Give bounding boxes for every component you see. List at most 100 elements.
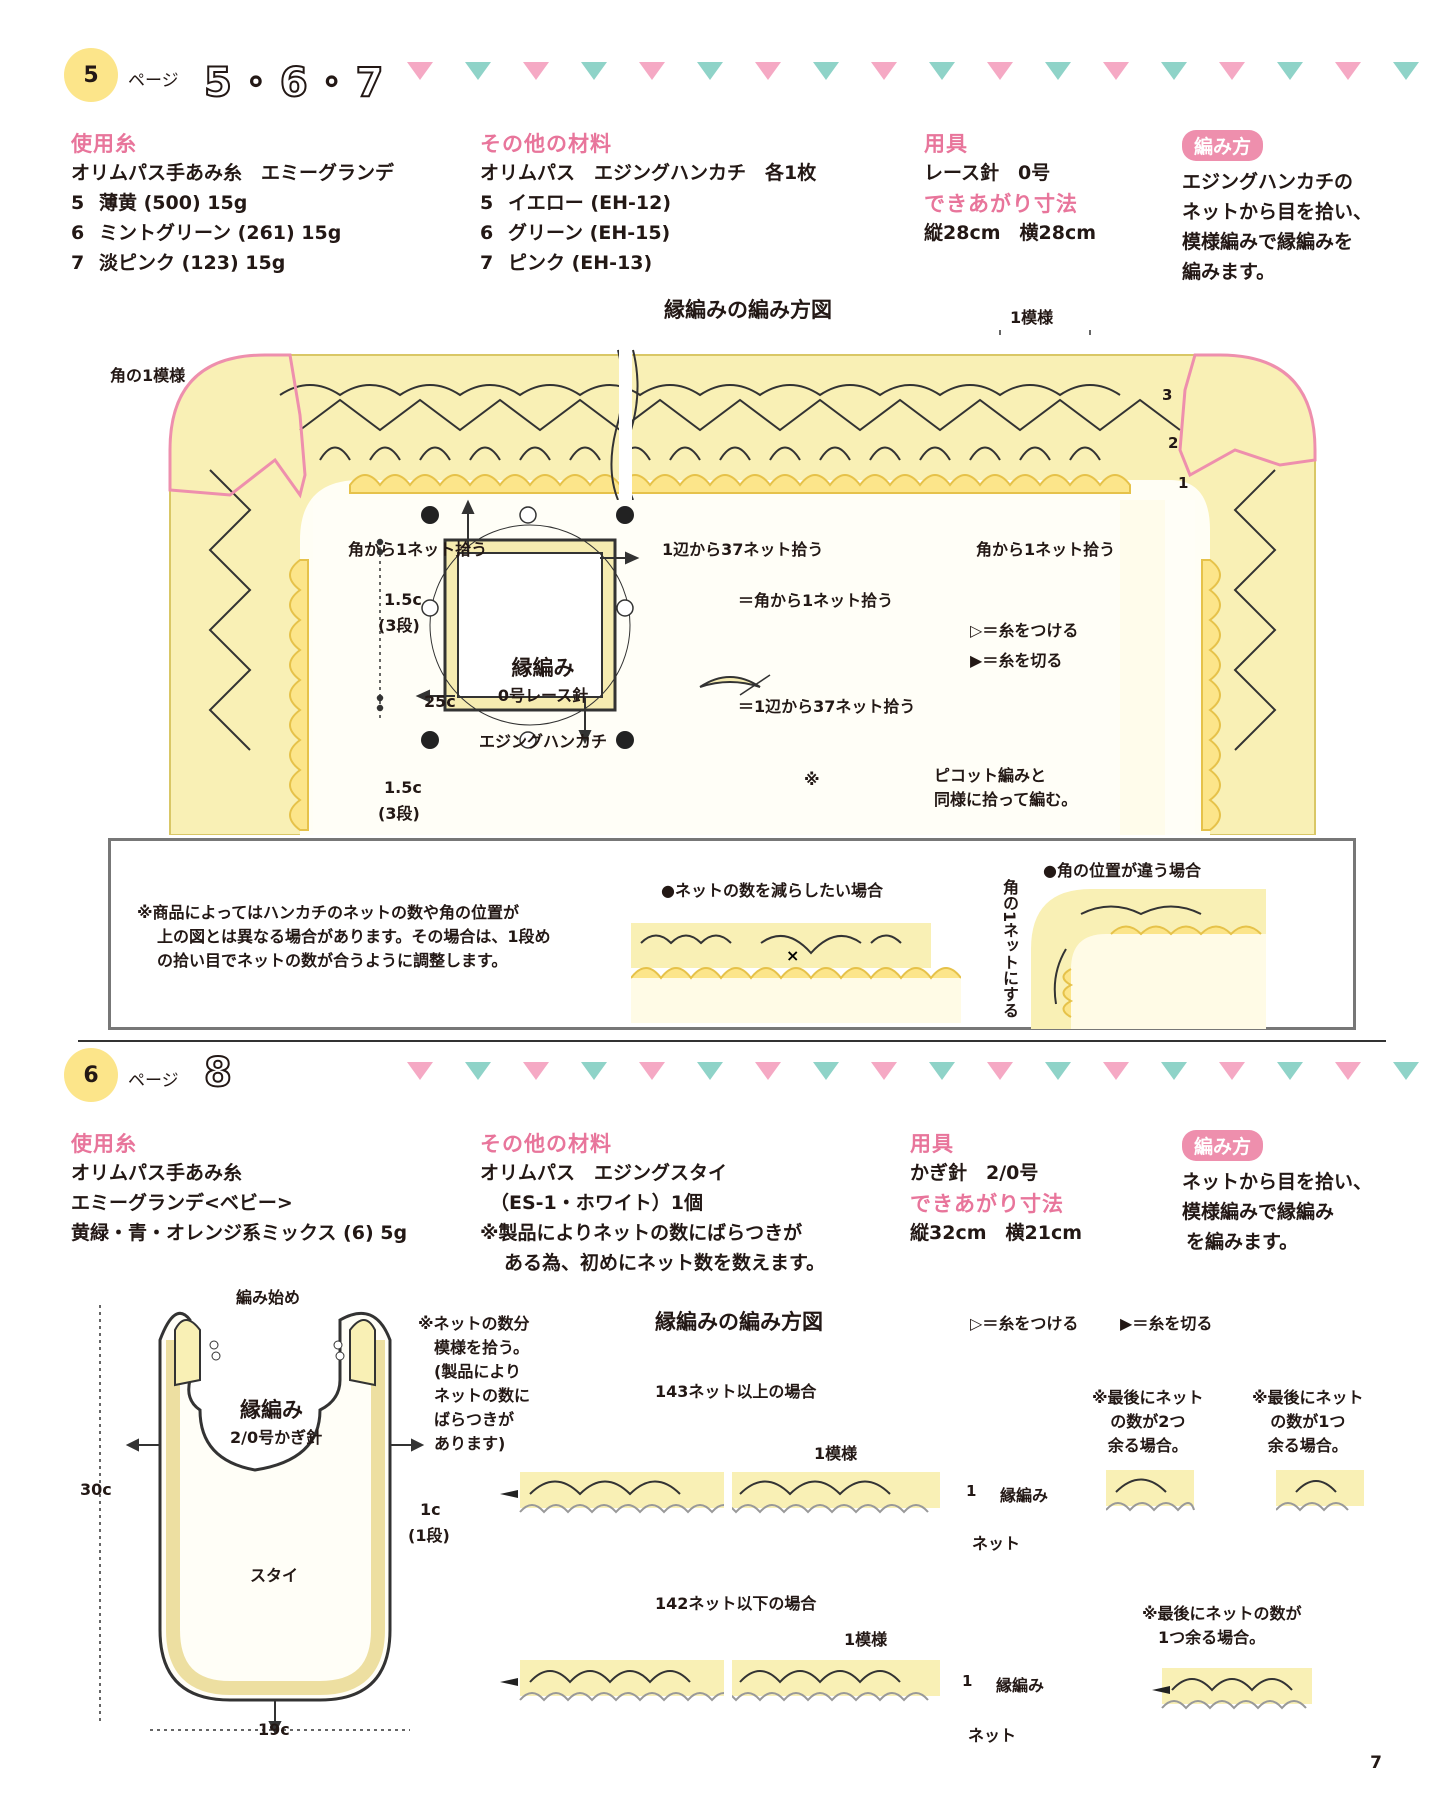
garland-triangle [697,62,723,80]
dim-mid: 25c [424,692,456,711]
tools-heading: 用具 [910,1132,954,1156]
garland-triangle [1161,62,1187,80]
note-box: ※商品によってはハンカチのネットの数や角の位置が 上の図とは異なる場合があります… [108,838,1356,1030]
size-value: 縦28cm 横28cm [924,222,1097,244]
method-line: エジングハンカチの [1182,171,1354,193]
corner-vertical: 角の1ネットにする [1000,879,1019,1019]
tools-block: 用具 レース針 0号 できあがり寸法 縦28cm 横28cm [924,128,1096,248]
corner-net-diagram [1031,889,1266,1029]
garland-triangle [929,1062,955,1080]
dim-bot-rows: (3段) [378,804,420,823]
method-heading: 編み方 [1182,130,1264,161]
picot-mark: ※ [804,770,820,789]
materials-line: ※製品によりネットの数にばらつきが [480,1222,803,1244]
garland-triangle [871,1062,897,1080]
method-line: 模様編みで縁編み [1182,1201,1335,1223]
page-label: ページ [128,71,179,91]
bib-diagram [99,1305,425,1735]
garland-triangle [1161,1062,1187,1080]
materials-block: その他の材料 オリムパス エジングスタイ （ES-1・ホワイト）1個 ※製品によ… [480,1128,825,1278]
remainder-2-note: ※最後にネット の数が2つ 余る場合。 [1092,1388,1204,1455]
materials-line: オリムパス エジングスタイ [480,1162,728,1184]
method-line: を編みます。 [1186,1231,1299,1253]
tools-block: 用具 かぎ針 2/0号 できあがり寸法 縦32cm 横21cm [910,1128,1082,1248]
legend-attach: ▷＝糸をつける [970,621,1079,640]
garland-triangle [755,1062,781,1080]
yarn-line: エミーグランデ<ベビー> [71,1192,293,1214]
materials-line: （ES-1・ホワイト）1個 [490,1192,703,1214]
method-line: ネットから目を拾い、 [1182,201,1373,223]
legend-cut: ▶＝糸を切る [1120,1314,1213,1333]
section-5-badge: 5 [64,48,118,102]
triangle-garland-top [407,62,1419,80]
garland-triangle [1335,62,1361,80]
pick-corner-right: 角から1ネット拾う [976,540,1116,559]
remainder-1-note: ※最後にネット の数が1つ 余る場合。 [1252,1388,1364,1455]
method-line: 模様編みで縁編みを [1182,231,1354,253]
garland-triangle [1045,62,1071,80]
net-label: ネット [968,1726,1017,1745]
method-line: 編みます。 [1182,261,1276,283]
garland-triangle [755,62,781,80]
garland-triangle [929,62,955,80]
case-143: 143ネット以上の場合 [655,1382,817,1401]
picot-note-1: ピコット編みと [934,766,1047,785]
garland-triangle [1045,1062,1071,1080]
bib-name: スタイ [250,1566,299,1585]
garland-triangle [813,62,839,80]
bib-start: 編み始め [236,1288,301,1307]
garland-triangle [1335,1062,1361,1080]
one-pattern-label: 1模様 [814,1444,858,1463]
bib-width: 19c [258,1720,290,1739]
garland-triangle [523,62,549,80]
bib-edge-rows: (1段) [408,1526,450,1545]
garland-triangle [871,62,897,80]
note-line-1: ※商品によってはハンカチのネットの数や角の位置が [137,903,519,922]
remainder-2-diagram [1106,1470,1195,1512]
remainder-1b-diagram [1152,1668,1312,1710]
garland-triangle [1103,62,1129,80]
section-divider [78,1040,1386,1042]
garland-triangle [813,1062,839,1080]
attach-icon: ▷ [970,621,983,640]
note-line-3: の拾い目でネットの数が合うように調整します。 [157,951,508,970]
garland-triangle [1219,62,1245,80]
svg-text:×: × [786,946,799,965]
bib-note: ※ネットの数分 模様を拾う。 (製品により ネットの数に ばらつきが あります) [418,1314,531,1453]
garland-triangle [407,62,433,80]
corner-title: ●角の位置が違う場合 [1043,861,1201,880]
dim-bot: 1.5c [384,778,422,797]
section-6-badge: 6 [64,1048,118,1102]
center-title: 縁編み [511,656,575,680]
page-numbers: 8 [203,1049,236,1097]
garland-triangle [1277,1062,1303,1080]
size-heading: できあがり寸法 [910,1192,1064,1216]
legend-side: ＝1辺から37ネット拾う [738,697,916,716]
net-label: ネット [972,1534,1021,1553]
picot-note-2: 同様に拾って編む。 [934,790,1078,809]
reduce-net-diagram: × [631,923,961,1023]
garland-triangle [697,1062,723,1080]
yarn-heading: 使用糸 [71,132,137,156]
cut-icon: ▶ [1120,1314,1133,1333]
remainder-1-diagram [1276,1470,1364,1512]
cut-icon: ▶ [970,651,983,670]
bib-needle: 2/0号かぎ針 [230,1428,323,1447]
row-3: 3 [1162,386,1173,404]
tools-value: かぎ針 2/0号 [910,1162,1039,1184]
page-numbers: 5・6・7 [203,59,388,107]
corner-pattern-label: 角の1模様 [110,366,186,385]
garland-triangle [639,62,665,80]
size-value: 縦32cm 横21cm [910,1222,1083,1244]
garland-triangle [1219,1062,1245,1080]
edge-label: 縁編み [1000,1486,1049,1505]
garland-triangle [1103,1062,1129,1080]
method-block: 編み方 ネットから目を拾い、 模様編みで縁編み を編みます。 [1182,1130,1372,1257]
garland-triangle [581,62,607,80]
legend-cut: ▶＝糸を切る [970,651,1063,670]
